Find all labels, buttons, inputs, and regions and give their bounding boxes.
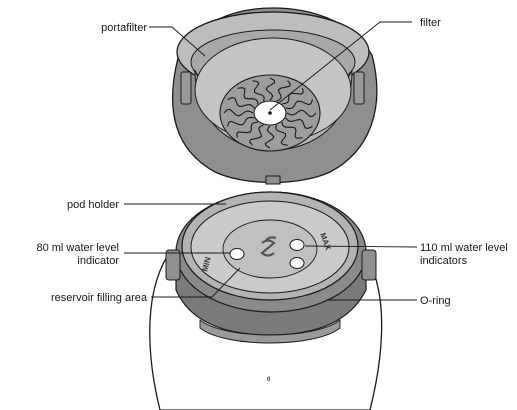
filter [219,74,321,152]
filter-leader [269,21,412,111]
max-indicator-hole-1 [289,239,305,251]
filter-channel [252,80,265,102]
filter-channel [223,108,254,117]
filter-channel [285,99,314,110]
reservoir-leader [151,267,241,298]
filter-channel [226,116,255,127]
filter-channel [276,80,291,102]
filter-channel [285,117,313,129]
filter-label: filter [420,17,441,29]
filter-channel [286,109,317,118]
min-embossed-text: MIN [200,256,213,273]
filter-channel [281,121,303,139]
max-indicator-leader [304,245,418,248]
filter-channel [275,124,288,146]
max-indicator-label-line2: indicators [420,255,468,267]
max-indicator-label-line1: 110 ml water level [420,242,508,254]
pod-holder [165,191,377,344]
filter-channel [227,97,255,109]
filter-channel [236,121,259,138]
min-indicator-label-line1: 80 ml water level [36,242,119,254]
filter-channel [249,124,264,146]
filter-channel [264,125,275,149]
max-indicator-hole-2 [289,257,305,269]
portafilter-label: portafilter [101,22,147,34]
min-indicator-label-line2: indicator [77,255,119,267]
min-indicator-hole [229,248,245,260]
reservoir-label: reservoir filling area [51,292,148,304]
swirl-logo-icon [260,236,277,257]
pod-holder-label: pod holder [67,199,119,211]
portafilter-leader [149,26,206,57]
filter-channel [265,77,276,101]
o-ring-label: O-ring [420,295,451,307]
base-mark-text: 0 [267,377,271,383]
filter-channel [237,87,259,105]
leader-lines [124,21,418,301]
